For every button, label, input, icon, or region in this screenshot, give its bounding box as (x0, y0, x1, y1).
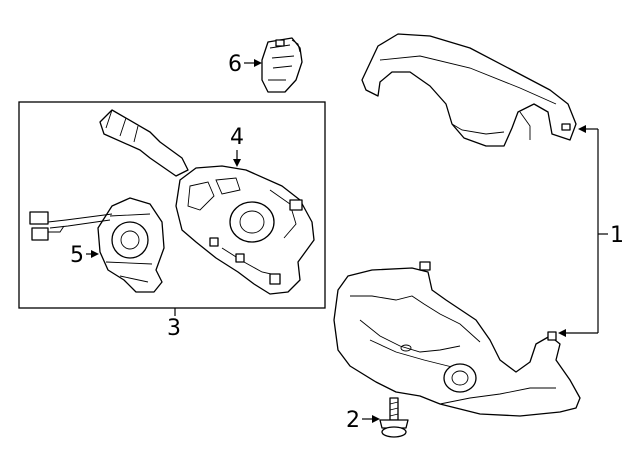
svg-text:3: 3 (167, 316, 181, 341)
callout-4: 4 (230, 125, 244, 167)
part-1-lower-shroud (333, 261, 581, 417)
callout-1: 1 (558, 125, 624, 337)
part-6-connector (261, 37, 303, 93)
callout-2: 2 (346, 408, 380, 433)
part-2-screw (379, 397, 409, 438)
callout-6: 6 (228, 52, 262, 77)
svg-text:4: 4 (230, 125, 244, 150)
svg-text:6: 6 (228, 52, 242, 77)
svg-text:1: 1 (610, 223, 624, 248)
callout-5: 5 (70, 243, 99, 268)
callout-3: 3 (167, 308, 181, 341)
assembly-group-box (18, 101, 326, 309)
part-4-combination-switch (99, 109, 315, 295)
svg-text:5: 5 (70, 243, 84, 268)
svg-text:2: 2 (346, 408, 360, 433)
part-1-upper-shroud (361, 33, 577, 147)
part-5-clockspring (29, 197, 165, 293)
